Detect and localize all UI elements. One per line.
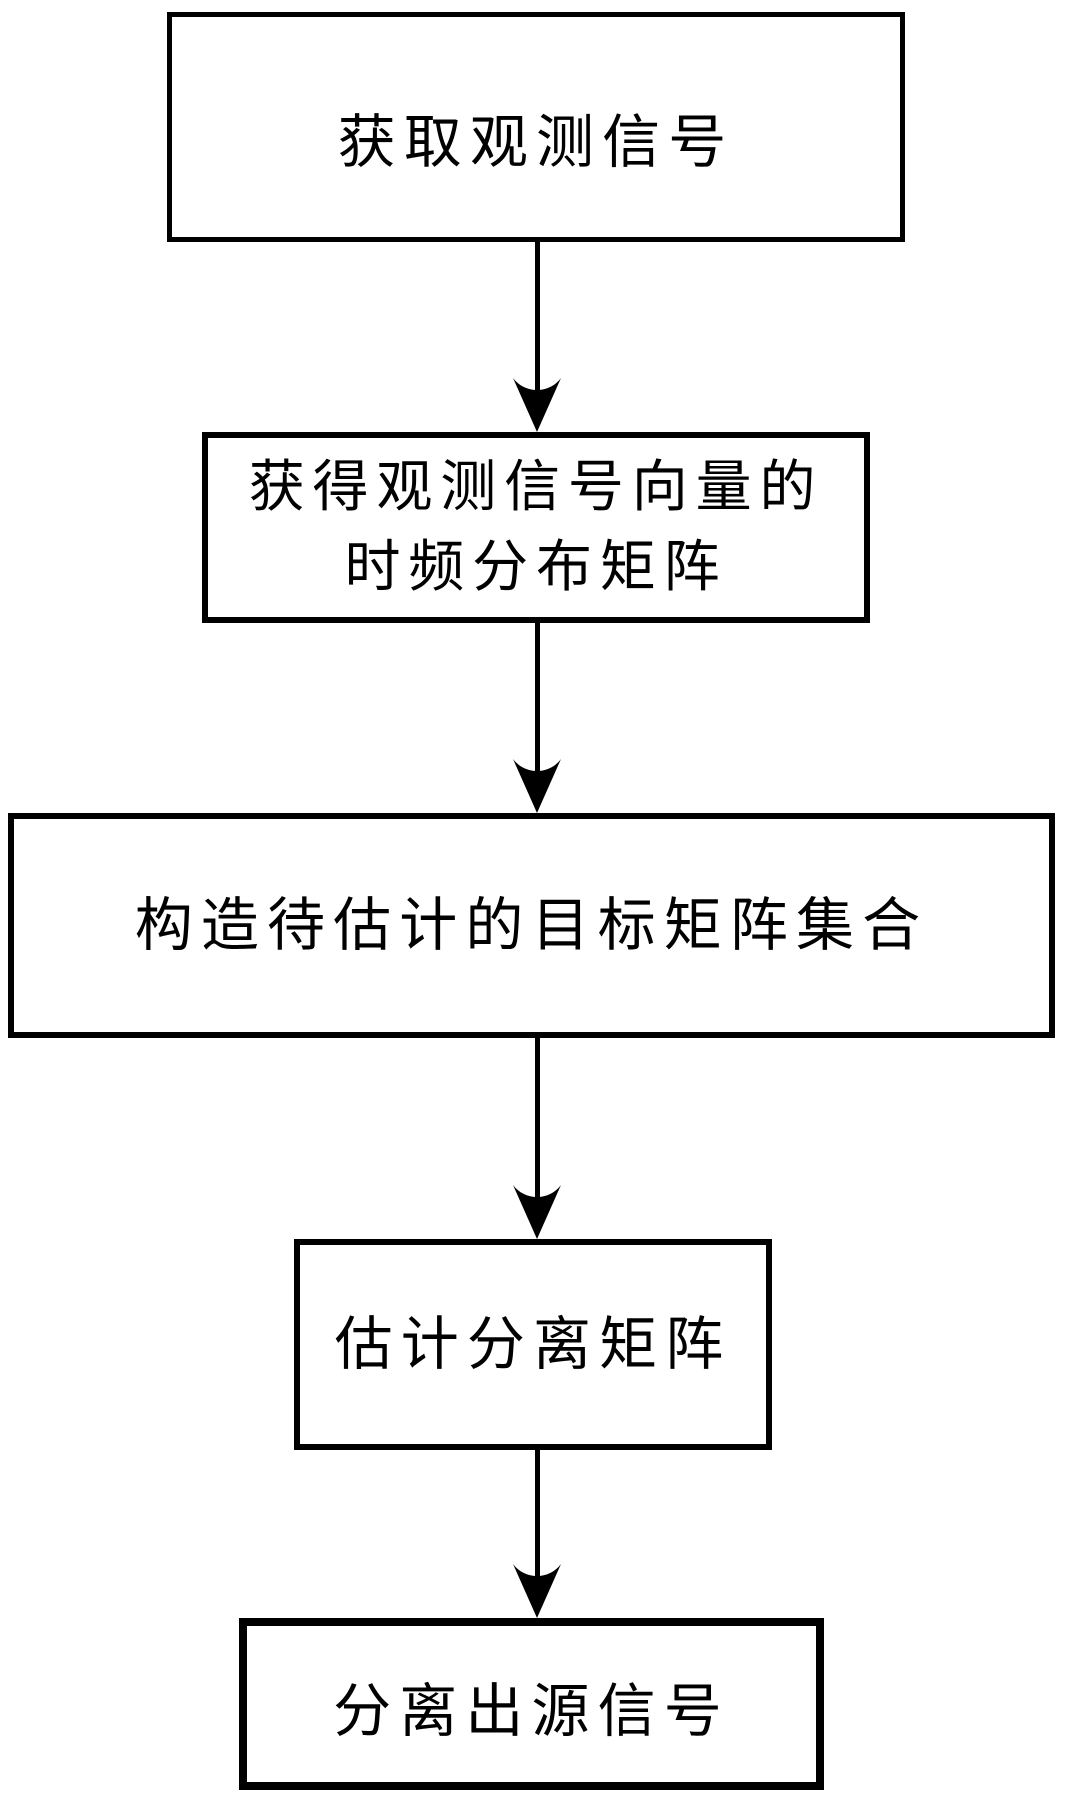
flow-node-separate-source-signal: 分离出源信号 xyxy=(239,1618,824,1790)
arrow-stem xyxy=(535,242,540,392)
flow-node-label-line-1: 获得观测信号向量的 xyxy=(248,454,824,520)
flow-node-estimate-separation-matrix: 估计分离矩阵 xyxy=(294,1239,772,1450)
flow-node-label: 构造待估计的目标矩阵集合 xyxy=(134,891,929,960)
arrow-down-icon xyxy=(513,378,561,432)
arrow-stem xyxy=(535,623,540,773)
flow-node-acquire-observation-signal: 获取观测信号 xyxy=(167,12,905,242)
flow-node-label: 估计分离矩阵 xyxy=(334,1310,732,1379)
arrow-stem xyxy=(535,1038,540,1201)
arrow-down-icon xyxy=(513,1185,561,1239)
flow-node-construct-target-matrix-set: 构造待估计的目标矩阵集合 xyxy=(8,813,1055,1038)
flow-node-time-frequency-distribution-matrix: 获得观测信号向量的 时频分布矩阵 xyxy=(202,432,870,623)
flow-node-label: 分离出源信号 xyxy=(333,1676,730,1745)
flow-node-label: 获取观测信号 xyxy=(337,107,735,176)
arrow-stem xyxy=(535,1450,540,1580)
arrow-down-icon xyxy=(513,759,561,813)
flow-node-label-line-2: 时频分布矩阵 xyxy=(344,534,728,600)
arrow-down-icon xyxy=(513,1564,561,1618)
